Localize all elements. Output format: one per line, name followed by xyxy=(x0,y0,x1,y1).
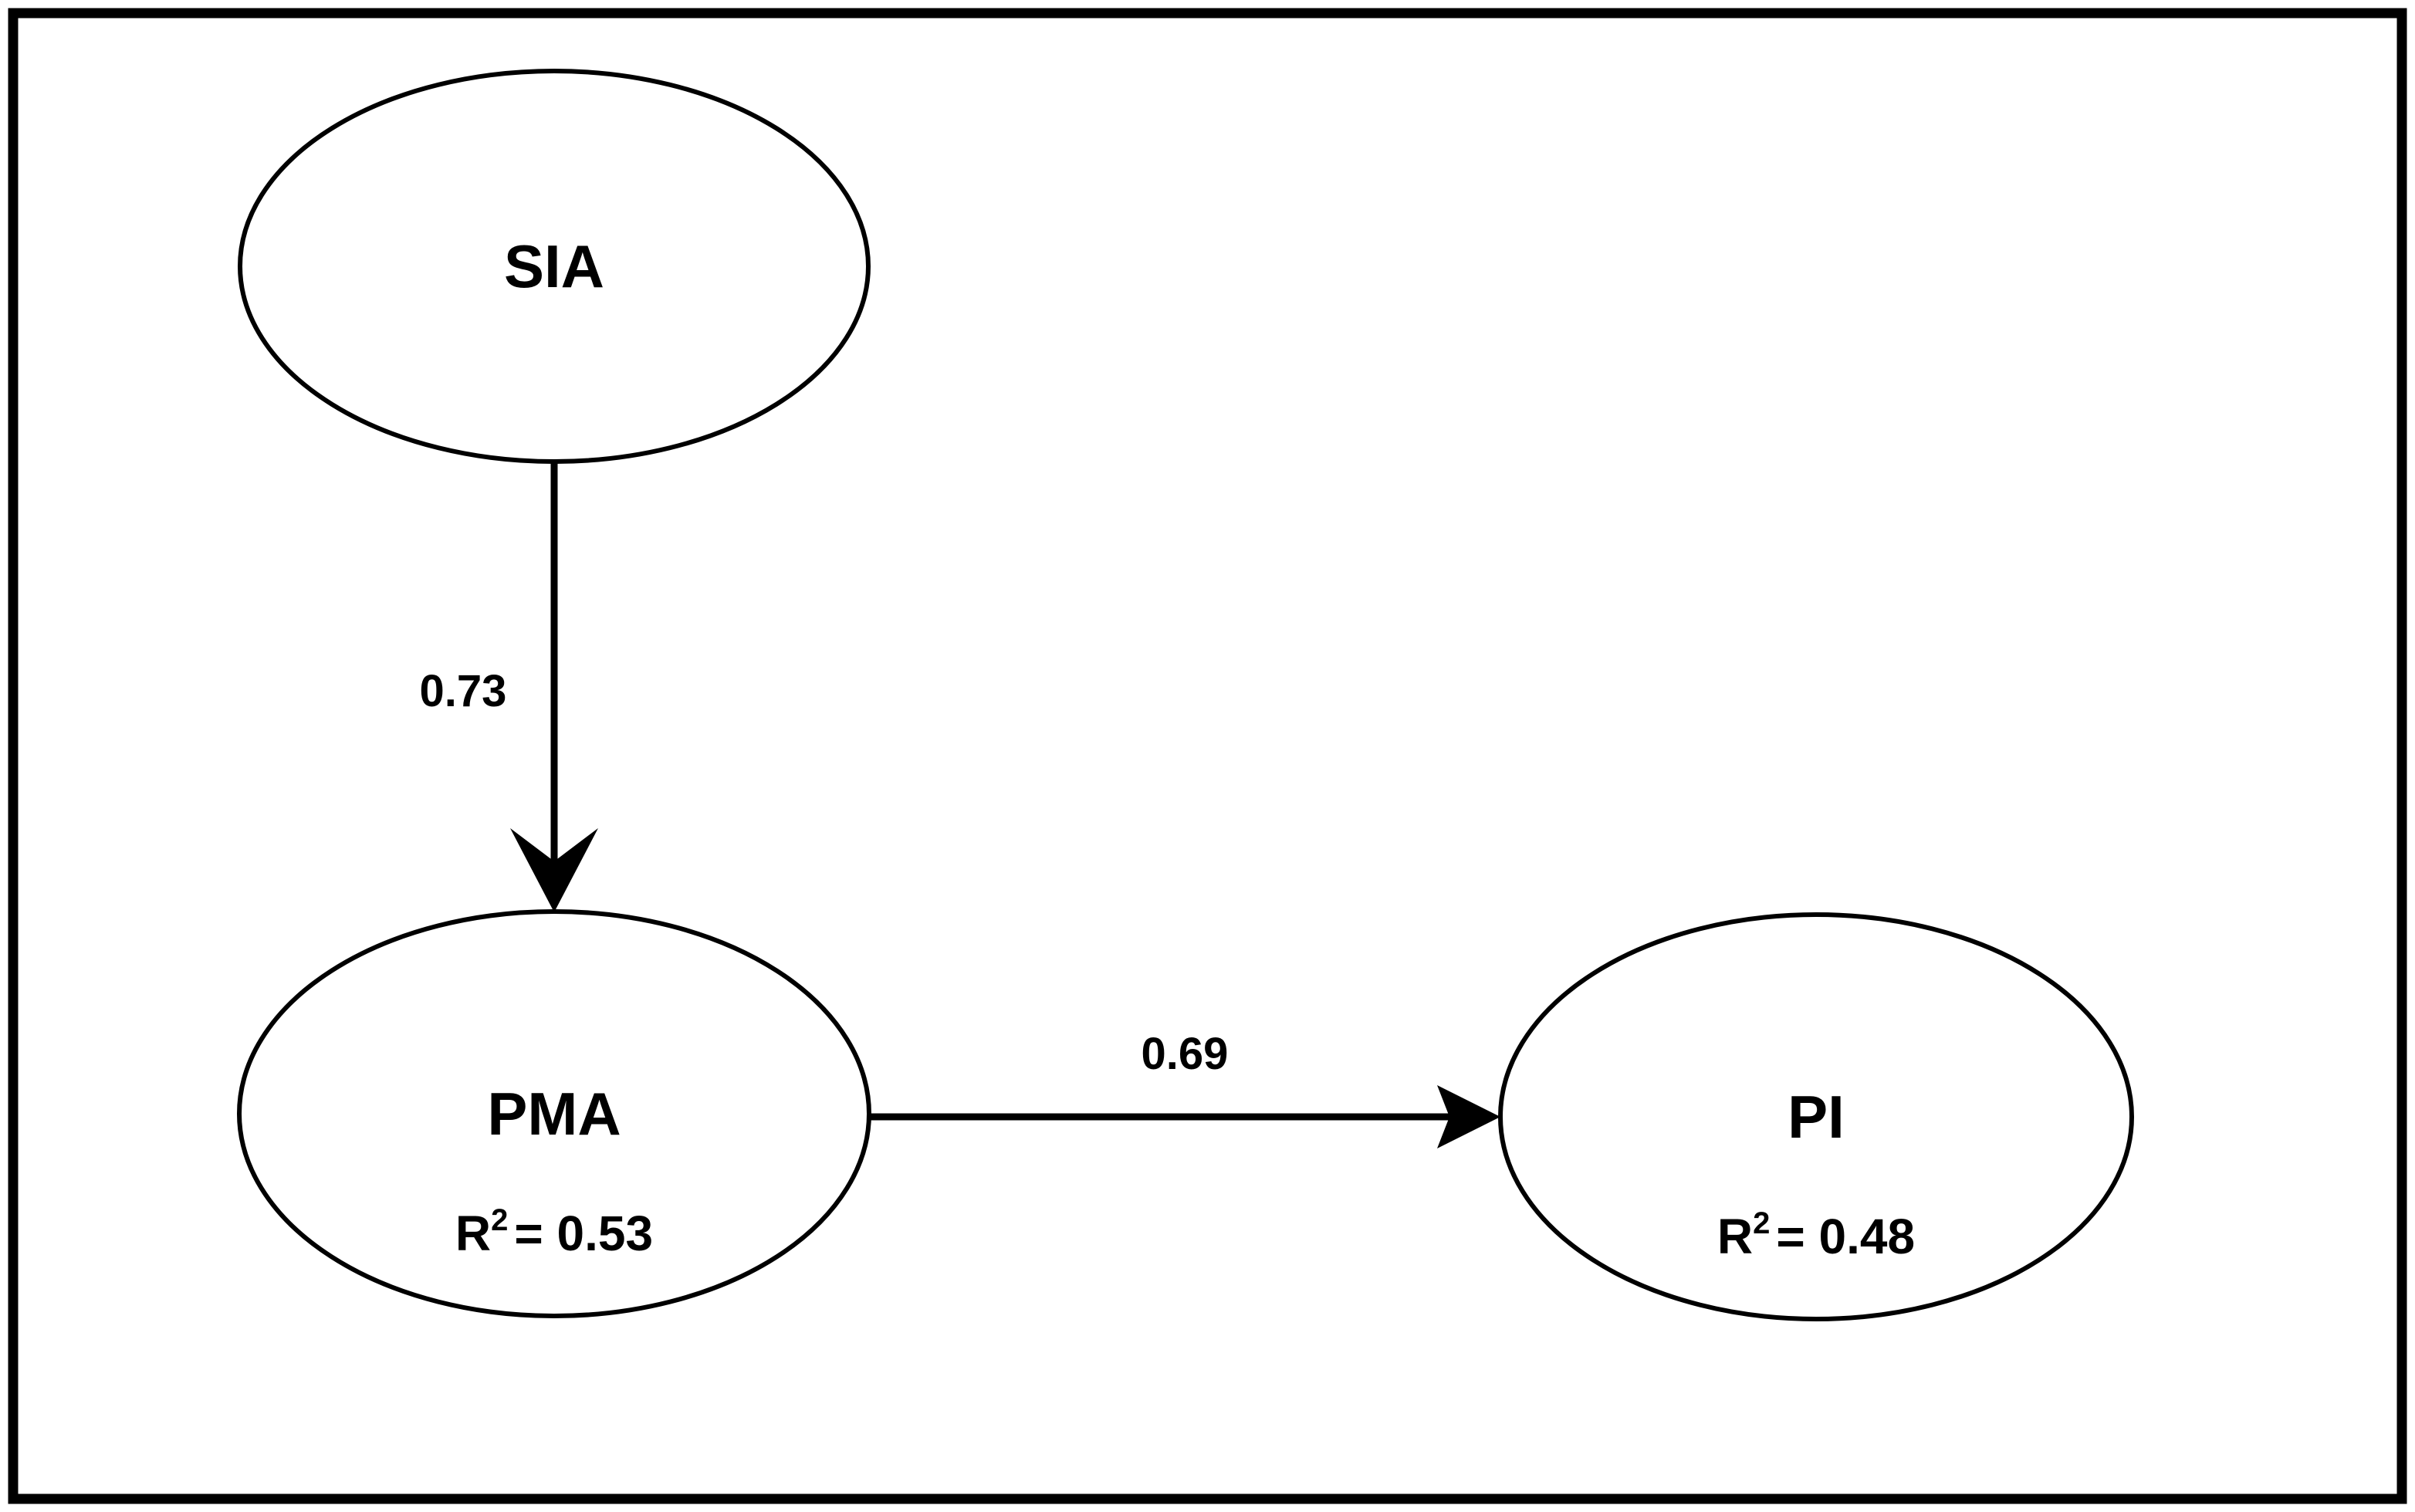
pi-r2-prefix: R xyxy=(1717,1209,1753,1264)
diagram-frame-border xyxy=(8,8,2407,1504)
pi-label: PI xyxy=(1788,1083,1845,1151)
edge-pma-pi-arrowhead xyxy=(1437,1085,1500,1148)
edge-sia-to-pma[interactable]: 0.73 xyxy=(420,462,598,912)
edge-pma-pi-label: 0.69 xyxy=(1142,1029,1229,1079)
pi-r2-superscript: 2 xyxy=(1753,1206,1770,1240)
pma-r2-value: = 0.53 xyxy=(514,1206,653,1261)
edge-pma-to-pi[interactable]: 0.69 xyxy=(869,1029,1500,1148)
pi-ellipse[interactable] xyxy=(1498,912,2134,1321)
pma-label: PMA xyxy=(487,1080,621,1148)
node-pi[interactable]: PI R2= 0.48 xyxy=(1498,912,2134,1321)
edge-sia-pma-label: 0.73 xyxy=(420,666,507,716)
node-sia[interactable]: SIA xyxy=(238,69,871,464)
pma-r2-label: R2= 0.53 xyxy=(455,1203,653,1261)
pi-r2-label: R2= 0.48 xyxy=(1717,1206,1915,1264)
node-pma[interactable]: PMA R2= 0.53 xyxy=(237,909,871,1318)
pma-r2-superscript: 2 xyxy=(491,1203,508,1237)
pi-r2-value: = 0.48 xyxy=(1776,1209,1915,1264)
edge-sia-pma-arrowhead xyxy=(510,828,598,912)
sia-label: SIA xyxy=(504,232,604,300)
pma-r2-prefix: R xyxy=(455,1206,491,1261)
